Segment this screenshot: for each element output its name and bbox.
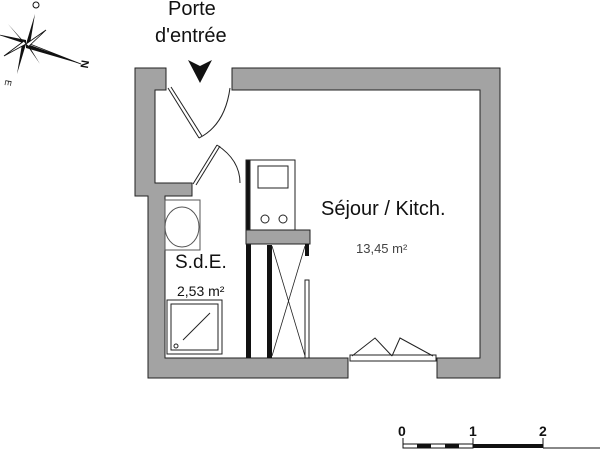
entrance-arrow-icon	[188, 60, 212, 83]
window	[349, 337, 437, 362]
cooktop	[245, 159, 296, 231]
scale-tick-0: 0	[398, 423, 406, 439]
scale-bar	[402, 436, 600, 449]
walls	[134, 67, 501, 379]
room-name-sejour: Séjour / Kitch.	[321, 198, 446, 220]
entrance-label-line1: Porte	[168, 0, 216, 20]
cupboard	[271, 245, 306, 357]
room-name-sde: S.d.E.	[175, 252, 227, 273]
compass-rose-icon	[0, 1, 82, 74]
entrance-label-line2: d'entrée	[155, 25, 227, 47]
washbasin	[164, 199, 201, 251]
shower-tray	[166, 299, 223, 355]
room-area-sde: 2,53 m²	[177, 283, 225, 299]
entrance-door[interactable]	[167, 86, 231, 139]
bathroom-door[interactable]	[192, 144, 241, 186]
scale-tick-1: 1	[469, 423, 477, 439]
partition-walls	[245, 229, 311, 359]
room-area-sejour: 13,45 m²	[356, 241, 408, 256]
scale-tick-2: 2	[539, 423, 547, 439]
